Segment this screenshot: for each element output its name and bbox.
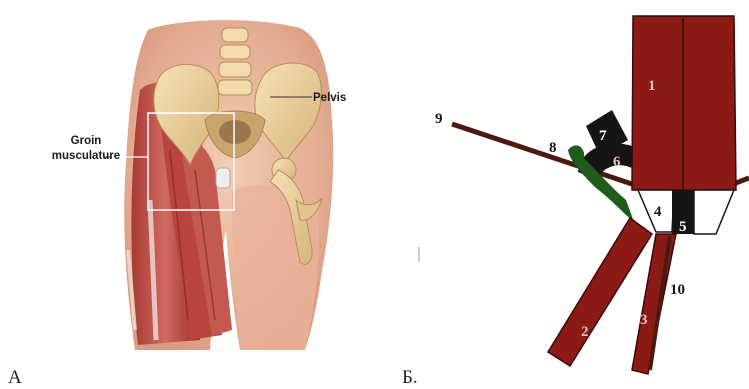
- muscle-1: [632, 16, 736, 190]
- block-wedge-right: [694, 190, 734, 234]
- groin-schematic-diagram: 1 2 3 4 5 6 7 8 9 10 Б.: [400, 0, 749, 389]
- pelvis-label: Pelvis: [313, 92, 346, 104]
- label-5: 5: [679, 219, 687, 235]
- label-1: 1: [648, 78, 656, 94]
- panel-letter-a: A: [8, 367, 22, 388]
- label-4: 4: [654, 204, 662, 220]
- panel-b-schematic: 1 2 3 4 5 6 7 8 9 10 Б.: [400, 0, 749, 389]
- label-7: 7: [599, 128, 607, 144]
- panel-letter-b: Б.: [402, 367, 418, 388]
- label-10: 10: [670, 282, 685, 298]
- panel-a-anatomy-illustration: Groin musculature Pelvis A: [0, 0, 400, 389]
- label-6: 6: [613, 154, 621, 170]
- groin-label-line2: musculature: [52, 150, 120, 162]
- label-9: 9: [435, 111, 443, 127]
- anatomy-illustration: Groin musculature Pelvis A: [0, 0, 400, 389]
- label-8: 8: [549, 140, 557, 156]
- label-3: 3: [640, 312, 648, 328]
- groin-label-line1: Groin: [71, 135, 102, 147]
- label-2: 2: [581, 324, 589, 340]
